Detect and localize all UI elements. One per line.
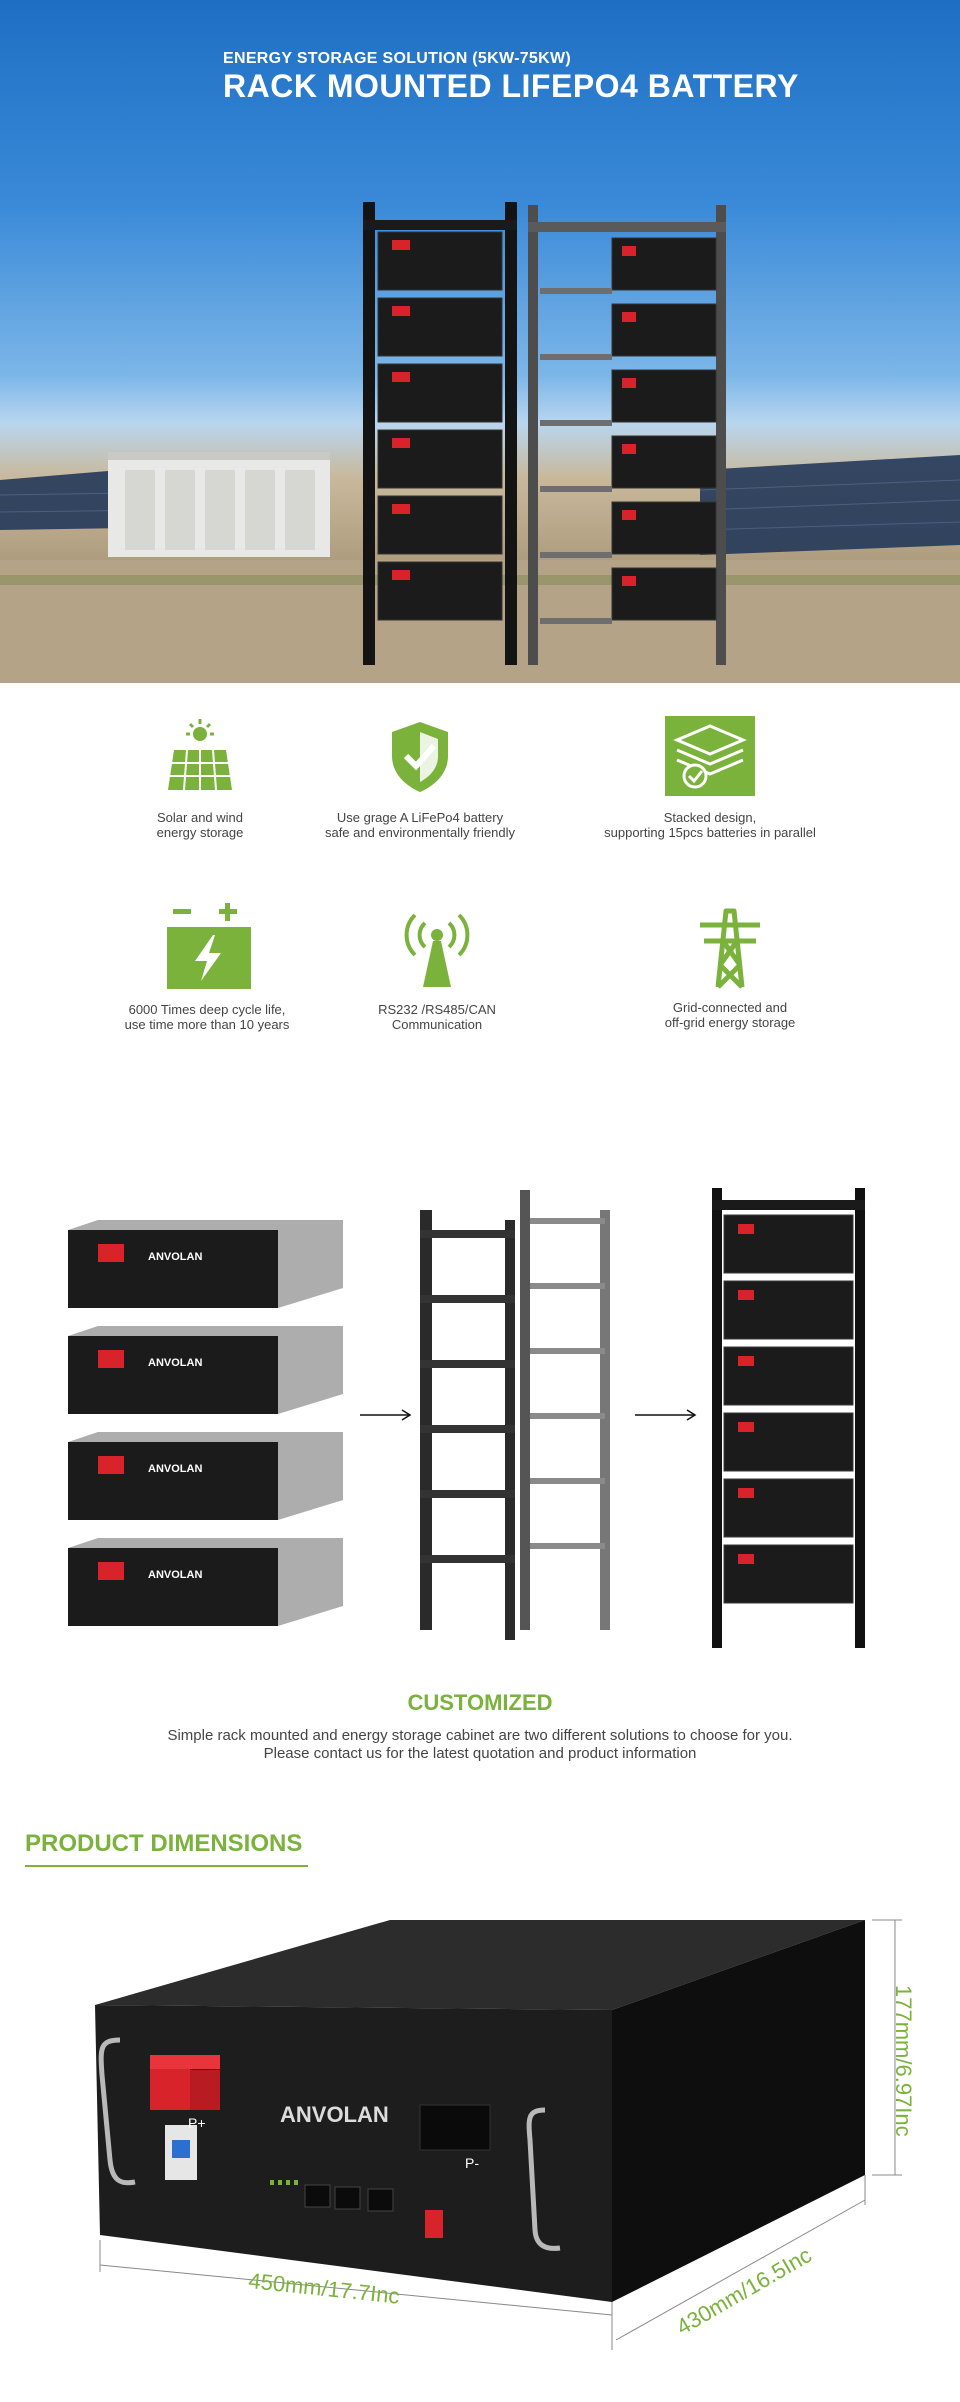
terminal-positive [150,2055,220,2110]
battery-brand-logo: ANVOLAN [280,2102,389,2127]
feature-grid: Grid-connected and off-grid energy stora… [610,898,850,1030]
empty-rack [420,1190,610,1640]
battery-dimension-drawing: ANVOLAN P+ P- [95,1919,902,2350]
rack-assembly-illustration: ANVOLAN ANVOLAN ANVOLAN ANVOLAN [68,1188,865,1648]
shield-check-icon [372,708,468,804]
feature-caption: RS232 /RS485/CAN Communication [378,1002,496,1032]
stacked-layers-icon [662,708,758,804]
hero-illustration [0,202,960,683]
antenna-tower-icon [389,900,485,996]
feature-stacked: Stacked design, supporting 15pcs batteri… [590,708,830,840]
terminal-positive-label: P+ [188,2115,206,2131]
arrow-icon [635,1409,697,1421]
hero-title: RACK MOUNTED LIFEPO4 BATTERY [223,68,799,104]
feature-caption: Stacked design, supporting 15pcs batteri… [604,810,816,840]
customized-title: CUSTOMIZED [407,1690,553,1715]
feature-caption: Use grage A LiFePo4 battery safe and env… [324,810,516,840]
solar-panel-icon [152,708,248,804]
dimension-lines [99,1919,902,2350]
feature-communication: RS232 /RS485/CAN Communication [317,900,557,1032]
svg-text:ANVOLAN: ANVOLAN [148,1569,202,1581]
svg-text:ANVOLAN: ANVOLAN [148,1463,202,1475]
height-dimension-label: 177mm/6.97Inc [891,1985,916,2137]
feature-caption: Grid-connected and off-grid energy stora… [664,1000,796,1030]
arrow-icon [360,1409,412,1421]
hero-subtitle: ENERGY STORAGE SOLUTION (5KW-75KW) [223,50,571,67]
hero-banner: ENERGY STORAGE SOLUTION (5KW-75KW) RACK … [0,0,960,683]
svg-text:ANVOLAN: ANVOLAN [148,1357,202,1369]
power-pylon-icon [682,898,778,994]
feature-caption: 6000 Times deep cycle life, use time mor… [124,1002,290,1032]
feature-cycle-life: 6000 Times deep cycle life, use time mor… [87,900,327,1032]
dimensions-underline [25,1865,308,1867]
svg-text:ANVOLAN: ANVOLAN [148,1251,202,1263]
battery-module-stack: ANVOLAN ANVOLAN ANVOLAN ANVOLAN [68,1220,343,1626]
customized-description: Simple rack mounted and energy storage c… [167,1727,793,1762]
feature-safety: Use grage A LiFePo4 battery safe and env… [300,708,540,840]
dimensions-title: PRODUCT DIMENSIONS [25,1830,303,1857]
terminal-negative-label: P- [465,2155,479,2171]
feature-solar: Solar and wind energy storage [80,708,320,840]
feature-caption: Solar and wind energy storage [156,810,244,840]
filled-rack [712,1188,865,1648]
battery-charge-icon [159,900,255,996]
